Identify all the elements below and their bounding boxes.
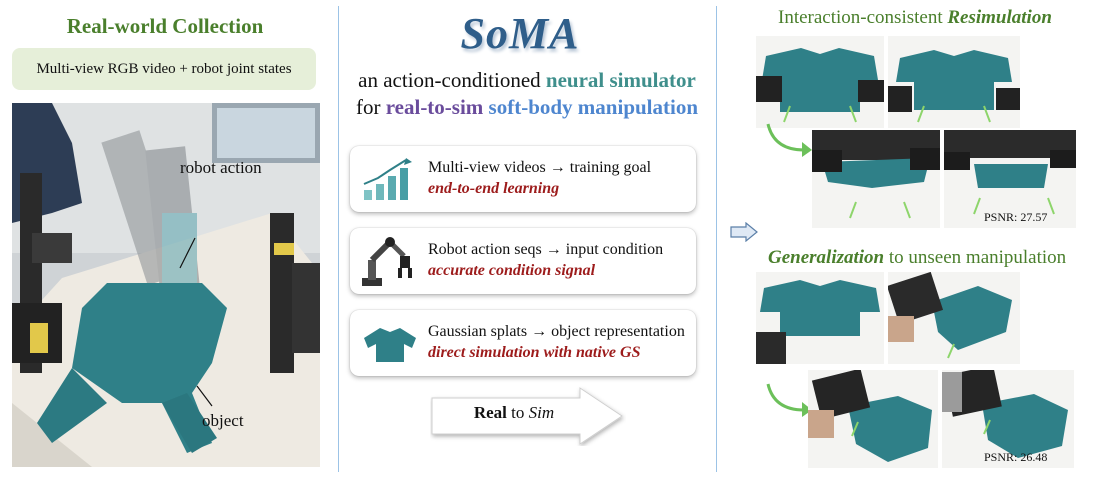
curved-arrow-icon — [766, 123, 812, 157]
real-to-sim-highlight: real-to-sim — [385, 95, 484, 119]
gen-frame-1 — [756, 272, 884, 364]
real-word: Real — [473, 403, 507, 422]
generalization-suffix: to unseen manipulation — [884, 247, 1067, 268]
gen-frame-3 — [808, 370, 938, 468]
small-right-arrow-icon — [730, 222, 758, 242]
card-input-condition-emph: accurate condition signal — [428, 262, 596, 279]
generalization-heading: Generalization to unseen manipulation — [768, 247, 1066, 269]
collection-description-text: Multi-view RGB video + robot joint state… — [36, 60, 292, 77]
soma-title: SoMA — [460, 9, 580, 58]
bar-chart-growth-icon — [363, 158, 412, 200]
to-word: to — [506, 403, 529, 422]
shirt-icon — [364, 328, 416, 362]
card-training-goal-emph: end-to-end learning — [428, 180, 560, 197]
card-input-condition-text: Robot action seqs → input condition accu… — [428, 239, 690, 281]
real-world-scene-illustration — [12, 103, 320, 467]
card-input-condition: Robot action seqs → input condition accu… — [350, 228, 696, 294]
resim-frame-2 — [888, 36, 1020, 128]
real-to-sim-arrow — [430, 386, 626, 446]
card-training-goal-main: Multi-view videos → training goal — [428, 159, 652, 176]
right-arrow-shape-icon — [431, 387, 623, 445]
generalization-bold: Generalization — [768, 247, 885, 268]
real-to-sim-label: Real to Sim — [430, 403, 598, 423]
object-label: object — [202, 411, 244, 430]
card-object-representation: Gaussian splats → object representation … — [350, 310, 696, 376]
resimulation-heading: Interaction-consistent Resimulation — [778, 7, 1052, 29]
real-world-photo: robot action object — [12, 103, 320, 467]
robot-action-label: robot action — [180, 158, 262, 177]
resimulation-bold: Resimulation — [947, 7, 1052, 28]
card-training-goal: Multi-view videos → training goal end-to… — [350, 146, 696, 212]
resim-frame-3 — [812, 130, 940, 228]
neural-simulator-highlight: neural simulator — [545, 68, 696, 92]
psnr-gen: PSNR: 26.48 — [984, 450, 1048, 464]
resim-frame-4: PSNR: 27.57 — [944, 130, 1076, 228]
resim-frame-1 — [756, 36, 884, 128]
subtitle-line-2: for real-to-sim soft-body manipulation — [340, 95, 714, 120]
card-object-representation-main: Gaussian splats → object representation — [428, 323, 685, 340]
left-panel-title: Real-world Collection — [66, 14, 264, 38]
psnr-resim: PSNR: 27.57 — [984, 210, 1048, 224]
gen-frame-2 — [888, 272, 1020, 364]
curved-arrow-icon-2 — [766, 383, 812, 417]
card-input-condition-main: Robot action seqs → input condition — [428, 241, 664, 258]
card-object-representation-emph: direct simulation with native GS — [428, 344, 641, 361]
gen-frame-4: PSNR: 26.48 — [942, 370, 1074, 468]
subtitle-line-1: an action-conditioned neural simulator — [340, 68, 714, 93]
card-object-representation-text: Gaussian splats → object representation … — [428, 321, 690, 363]
subtitle-line-1-prefix: an action-conditioned — [358, 68, 546, 92]
divider-left — [338, 6, 339, 472]
card-training-goal-text: Multi-view videos → training goal end-to… — [428, 157, 690, 199]
robot-arm-icon — [362, 237, 412, 286]
subtitle-line-2-prefix: for — [355, 95, 386, 119]
soft-body-highlight: soft-body manipulation — [488, 95, 699, 119]
divider-right — [716, 6, 717, 472]
collection-description-pill: Multi-view RGB video + robot joint state… — [12, 48, 316, 90]
resimulation-prefix: Interaction-consistent — [778, 7, 948, 28]
sim-word: Sim — [528, 403, 555, 422]
